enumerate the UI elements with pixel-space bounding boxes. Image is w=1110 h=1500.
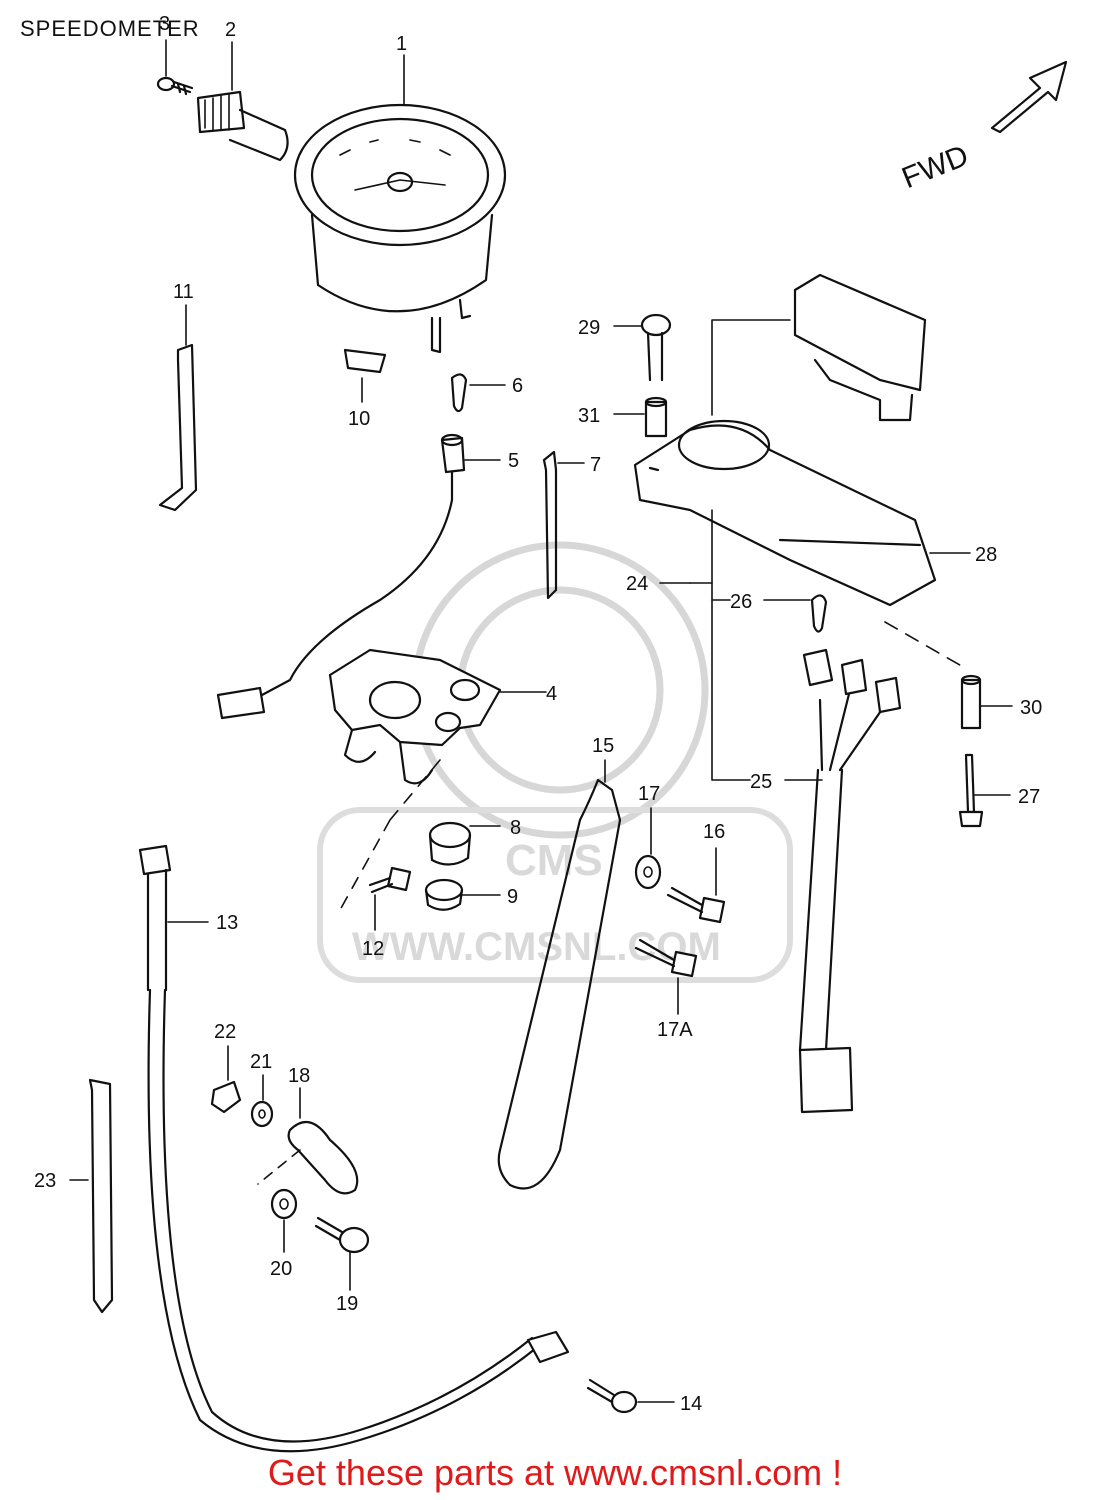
fwd-label: FWD	[897, 139, 973, 195]
callout-20: 20	[270, 1258, 292, 1280]
fwd-arrow: FWD	[897, 60, 1068, 195]
callout-16: 16	[703, 821, 725, 843]
leader-lines	[69, 39, 1013, 1403]
part-5-socket-wire	[216, 433, 466, 720]
part-6-bulb	[450, 373, 468, 413]
part-23-cable-tie	[88, 1078, 114, 1314]
part-16-bolt	[666, 886, 726, 924]
part-19-screw	[314, 1216, 370, 1254]
callout-30: 30	[1020, 697, 1042, 719]
callout-7: 7	[590, 454, 601, 476]
part-13-cable	[138, 844, 570, 1453]
callout-8: 8	[510, 817, 521, 839]
part-11-strap	[158, 343, 198, 512]
page-title: SPEEDOMETER	[20, 16, 200, 41]
callout-19: 19	[336, 1293, 358, 1315]
part-10-cap	[343, 348, 387, 374]
callout-18: 18	[288, 1065, 310, 1087]
callout-17: 17	[638, 783, 660, 805]
footer-link-text[interactable]: Get these parts at www.cmsnl.com !	[267, 1452, 843, 1493]
callout-29: 29	[578, 317, 600, 339]
callout-26: 26	[730, 591, 752, 613]
part-17-washer	[634, 854, 662, 890]
part-31-spacer	[644, 396, 668, 438]
callout-2: 2	[225, 19, 236, 41]
callout-22: 22	[214, 1021, 236, 1043]
group-lines	[257, 319, 966, 1185]
callout-14: 14	[680, 1393, 702, 1415]
callout-6: 6	[512, 375, 523, 397]
part-29-screw	[640, 313, 672, 382]
part-14-screw	[586, 1378, 638, 1414]
part-22-nut	[210, 1080, 242, 1114]
callout-11: 11	[173, 281, 194, 303]
watermark-logo-text: CMS	[505, 836, 603, 885]
callout-28: 28	[975, 544, 997, 566]
watermark-logo: CMS WWW.CMSNL.COM	[317, 541, 793, 983]
callout-13: 13	[216, 912, 238, 934]
callout-12: 12	[362, 938, 384, 960]
callout-24: 24	[626, 573, 648, 595]
callout-17a: 17A	[657, 1019, 693, 1041]
watermark-url-text: WWW.CMSNL.COM	[352, 925, 721, 969]
part-4-bracket	[328, 648, 502, 785]
part-28-indicator	[793, 273, 927, 422]
part-3-screw	[156, 76, 194, 96]
callout-15: 15	[592, 735, 614, 757]
part-21-washer	[250, 1100, 274, 1128]
part-27-screw	[958, 753, 984, 828]
part-2-knob	[196, 90, 289, 162]
part-7-cable-tie	[542, 450, 558, 600]
callout-9: 9	[507, 886, 518, 908]
part-1-speedometer	[293, 103, 507, 354]
callout-1: 1	[396, 33, 407, 55]
callout-4: 4	[546, 683, 557, 705]
part-8-grommet	[428, 821, 472, 866]
callout-labels: 1 2 3 4 5 6 7 8 9 10 11 12 13 14 15 16 1…	[34, 13, 1042, 1415]
part-9-collar	[424, 878, 464, 911]
callout-21: 21	[250, 1051, 272, 1073]
part-12-bolt	[368, 866, 412, 894]
part-15-bracket	[497, 778, 622, 1190]
callout-31: 31	[578, 405, 600, 427]
part-26-bulb	[810, 594, 828, 633]
callout-27: 27	[1018, 786, 1040, 808]
part-20-washer	[270, 1188, 298, 1220]
callout-23: 23	[34, 1170, 56, 1192]
callout-25: 25	[750, 771, 772, 793]
part-30-spacer	[960, 674, 982, 730]
part-18-clamp	[287, 1120, 359, 1195]
part-25-harness	[798, 648, 902, 1114]
part-24-housing	[633, 419, 937, 607]
callout-10: 10	[348, 408, 370, 430]
part-17a-bolt	[634, 938, 698, 978]
callout-5: 5	[508, 450, 519, 472]
callout-3: 3	[159, 13, 170, 35]
